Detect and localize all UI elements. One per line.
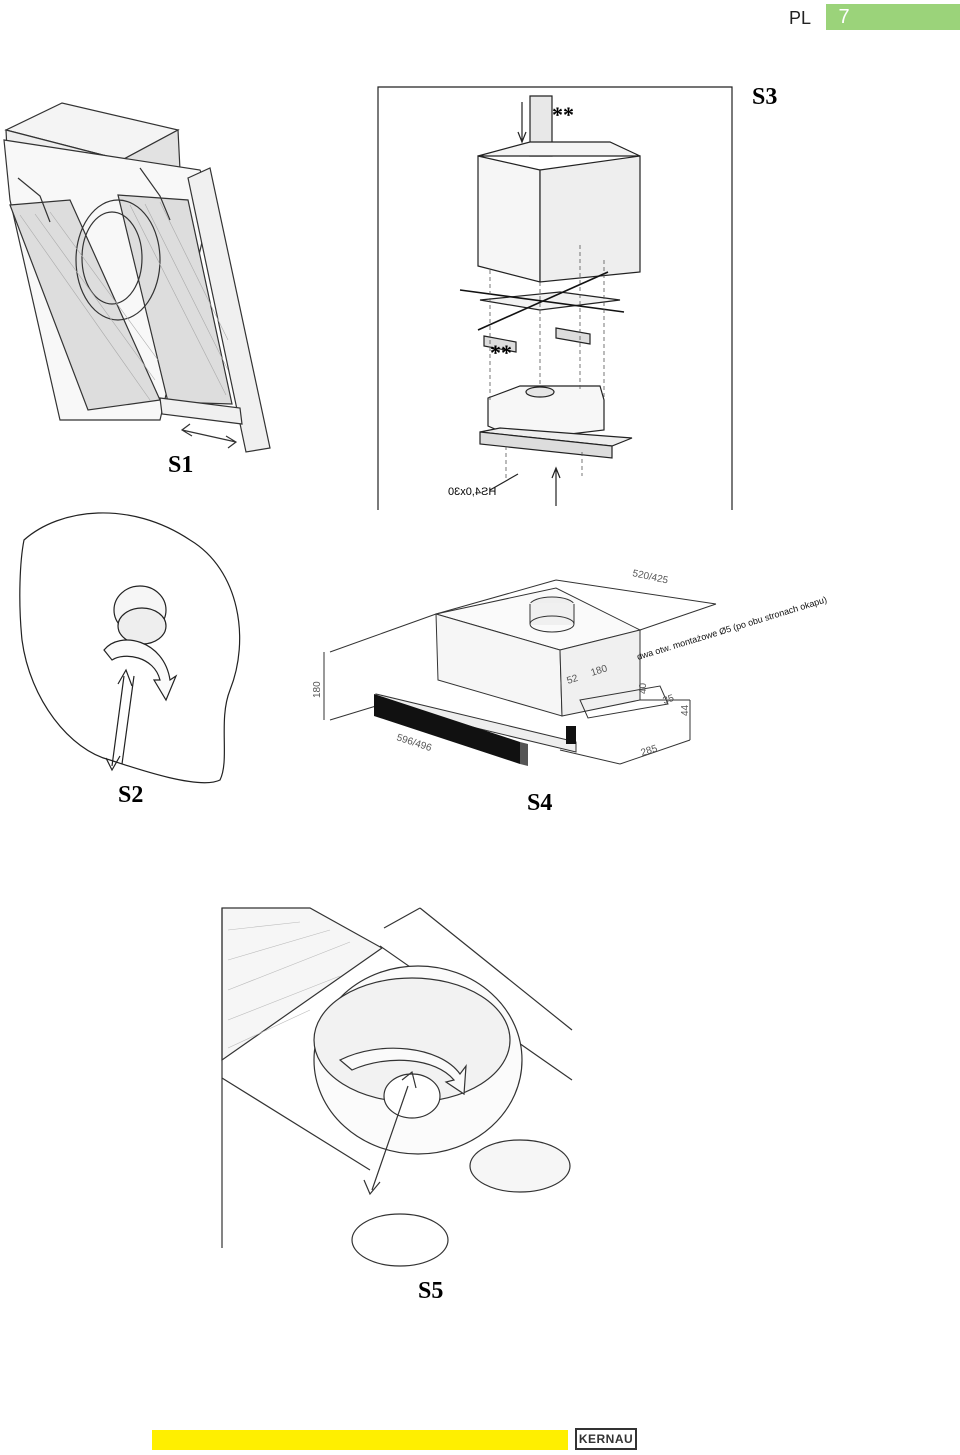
s3-mark-side: ** <box>490 340 512 365</box>
figure-label-s4: S4 <box>527 790 553 816</box>
language-code: PL <box>788 8 812 28</box>
s4-dim-hole-offset: 52 <box>566 673 580 687</box>
s4-dim-hole-spacing: 180 <box>590 663 610 679</box>
figure-label-s5: S5 <box>418 1278 444 1304</box>
s4-dim-40: 40 <box>638 682 649 694</box>
page-number-box: 7 <box>826 4 960 30</box>
s4-dim-35: 35 <box>662 693 676 707</box>
figure-label-s2: S2 <box>118 782 144 808</box>
s4-dim-44: 44 <box>680 704 691 716</box>
s3-mark-top: ** <box>552 102 574 127</box>
page-number: 7 <box>838 6 850 28</box>
footer-accent-bar <box>152 1430 568 1450</box>
figure-label-s1: S1 <box>168 452 194 478</box>
s4-dim-285: 285 <box>640 743 660 759</box>
figure-label-s3: S3 <box>752 84 778 110</box>
brand-logo: KERNAU <box>575 1428 637 1450</box>
s4-dim-height: 180 <box>312 681 323 698</box>
